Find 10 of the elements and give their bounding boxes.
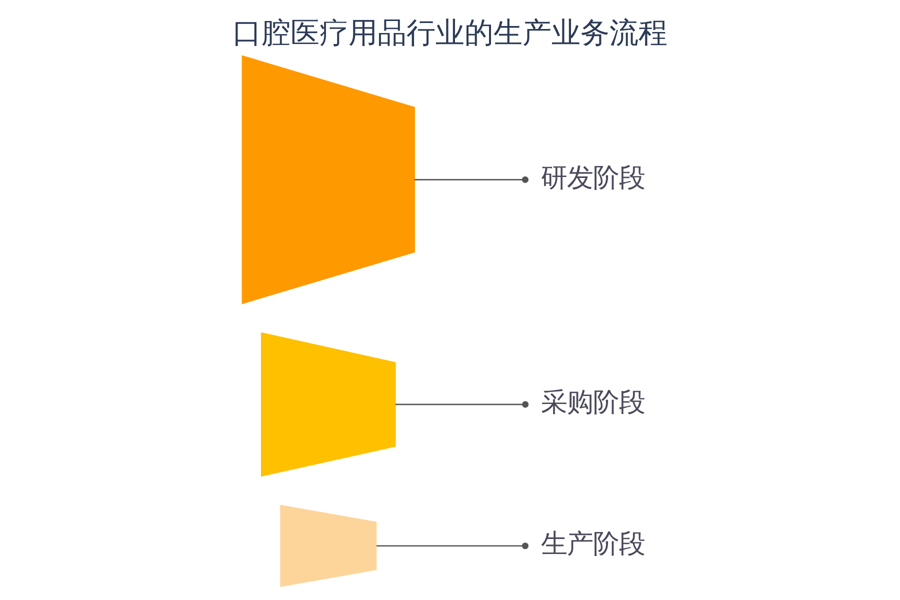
node-text: 生产阶段 — [540, 528, 645, 560]
diagram-title: 口腔医疗用品行业的生产业务流程 — [232, 15, 668, 50]
node-trapezoid — [280, 504, 377, 587]
node-trapezoid — [242, 55, 415, 304]
node-text: 研发阶段 — [540, 162, 645, 194]
node-text: 采购阶段 — [540, 387, 645, 418]
node-trapezoid — [260, 332, 396, 477]
connector — [395, 401, 529, 408]
connector — [376, 542, 528, 550]
connector — [414, 176, 529, 183]
